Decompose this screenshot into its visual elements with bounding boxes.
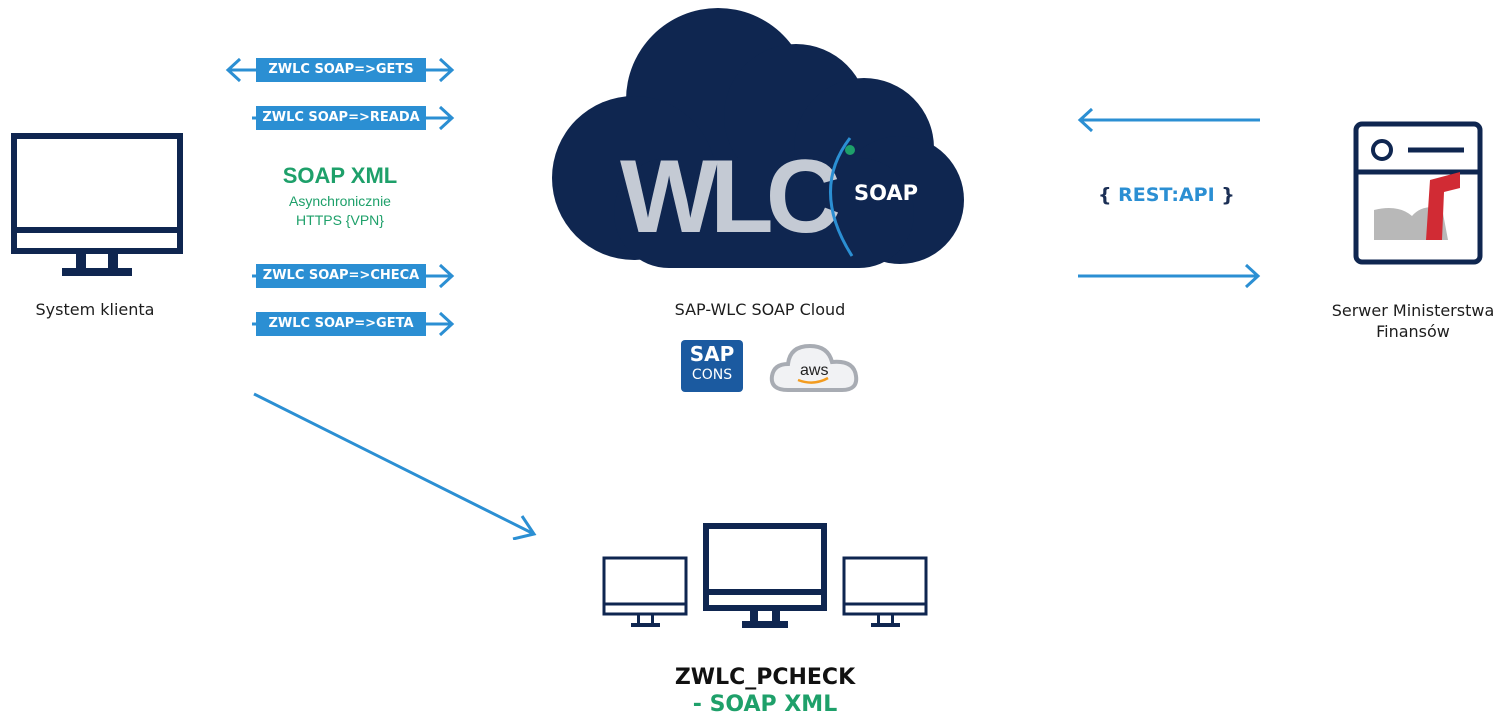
rest-api-label: { REST:API } <box>1098 184 1235 206</box>
arrow-to-server-icon <box>1078 263 1261 289</box>
soap-xml-title: SOAP XML <box>282 163 398 188</box>
soap-xml-line1: Asynchronicznie <box>289 193 391 209</box>
client-computer-icon <box>11 133 183 276</box>
cloud-caption: SAP-WLC SOAP Cloud <box>674 300 846 319</box>
client-label: System klienta <box>35 300 155 319</box>
sap-cons-logo: SAP CONS <box>681 340 743 392</box>
ministry-server-icon <box>1353 121 1483 265</box>
cloud-logo-text: WLC <box>620 139 839 255</box>
aws-cloud-logo: aws <box>769 343 859 392</box>
workstation-center-icon <box>703 523 827 628</box>
arrow-label-geta: ZWLC SOAP=>GETA <box>256 312 426 336</box>
wlc-cloud-icon: WLC SOAP <box>552 8 964 268</box>
arrow-label-reada: ZWLC SOAP=>READA <box>256 106 426 130</box>
arrow-label-checa: ZWLC SOAP=>CHECA <box>256 264 426 288</box>
workstation-left-icon <box>602 556 688 627</box>
soap-xml-line2: HTTPS {VPN} <box>296 212 384 228</box>
arrow-label-gets: ZWLC SOAP=>GETS <box>256 58 426 82</box>
arrow-from-server-icon <box>1077 107 1260 133</box>
cloud-soap-badge: SOAP <box>854 181 918 205</box>
workstation-right-icon <box>842 556 928 627</box>
pcheck-label: ZWLC_PCHECK - SOAP XML <box>674 665 856 717</box>
svg-text:aws: aws <box>800 362 828 379</box>
server-label: Serwer Ministerstwa Finansów <box>1331 301 1495 341</box>
diagonal-arrow-icon <box>253 392 537 540</box>
